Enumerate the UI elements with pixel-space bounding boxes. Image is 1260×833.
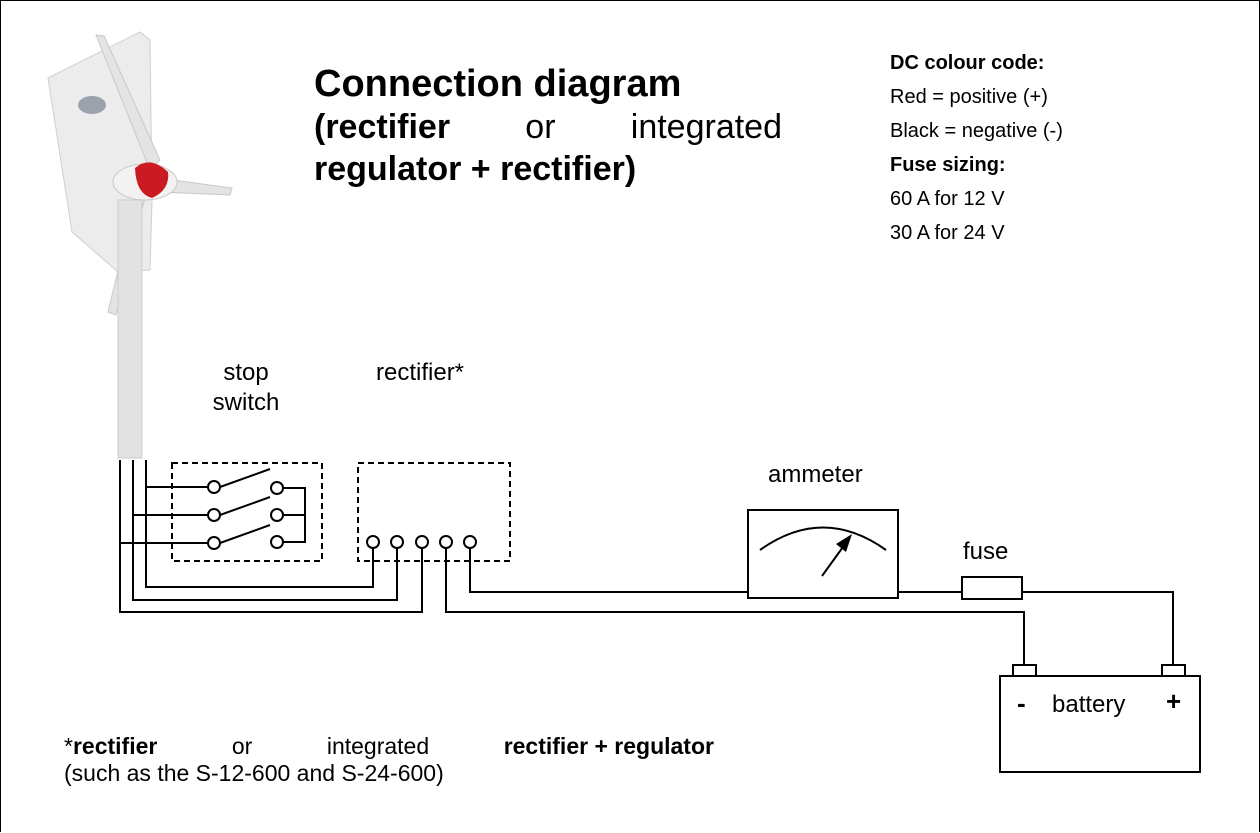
switch-terminal: [270, 535, 284, 549]
footnote-rectifier-regulator: rectifier + regulator: [503, 733, 714, 759]
subtitle-rectifier: (rectifier: [314, 108, 451, 146]
rectifier-terminal: [366, 535, 380, 549]
legend-heading-fuse: Fuse sizing:: [890, 154, 1006, 176]
fuse-box: [961, 576, 1023, 600]
switch-terminal: [270, 481, 284, 495]
battery-plus-label: +: [1166, 686, 1182, 716]
wind-turbine-image: [47, 31, 233, 459]
stop-switch-label-line1: stop: [223, 359, 269, 386]
stop-switch-label-line2: switch: [212, 389, 280, 416]
legend-red: Red = positive (+): [890, 86, 1048, 108]
switch-terminal: [270, 508, 284, 522]
legend-fuse-24v: 30 A for 24 V: [890, 222, 1005, 244]
rectifier-terminal: [439, 535, 453, 549]
legend-black: Black = negative (-): [890, 120, 1063, 142]
footnote-rectifier: rectifier: [72, 733, 158, 759]
switch-terminal: [207, 508, 221, 522]
fuse-label: fuse: [963, 538, 1009, 565]
subtitle-or: or: [525, 108, 556, 146]
battery-box: [999, 675, 1201, 773]
ammeter-box: [747, 509, 899, 599]
rectifier-terminal: [463, 535, 477, 549]
footnote-or: or: [231, 733, 253, 759]
switch-terminal: [207, 536, 221, 550]
footnote-line2: (such as the S-12-600 and S-24-600): [64, 760, 444, 786]
subtitle-line2: regulator + rectifier): [314, 150, 637, 188]
page-title: Connection diagram: [314, 63, 682, 105]
footnote-integrated: integrated: [326, 733, 430, 759]
legend: DC colour code: Red = positive (+) Black…: [890, 46, 1063, 250]
turbine-logo-icon: [78, 96, 106, 114]
rectifier-terminal: [415, 535, 429, 549]
footnote: *rectifier or integrated rectifier + reg…: [64, 733, 714, 787]
battery-minus-label: -: [1017, 688, 1026, 718]
ammeter-label: ammeter: [768, 461, 863, 488]
turbine-hub: [135, 162, 169, 198]
subtitle-integrated: integrated: [630, 108, 782, 146]
title-block: Connection diagram (rectifier or integra…: [314, 62, 782, 190]
legend-fuse-12v: 60 A for 12 V: [890, 188, 1005, 210]
switch-terminal: [207, 480, 221, 494]
stop-switch-box: [171, 462, 323, 562]
stop-switch-label: stop switch: [206, 358, 286, 418]
footnote-star: *: [64, 733, 73, 759]
legend-heading-colour: DC colour code:: [890, 52, 1045, 74]
rectifier-label: rectifier*: [376, 359, 465, 386]
rectifier-terminal: [390, 535, 404, 549]
battery-label: battery: [1052, 691, 1126, 718]
rectifier-box: [357, 462, 511, 562]
page-subtitle: (rectifier or integrated regulator + rec…: [314, 106, 782, 190]
